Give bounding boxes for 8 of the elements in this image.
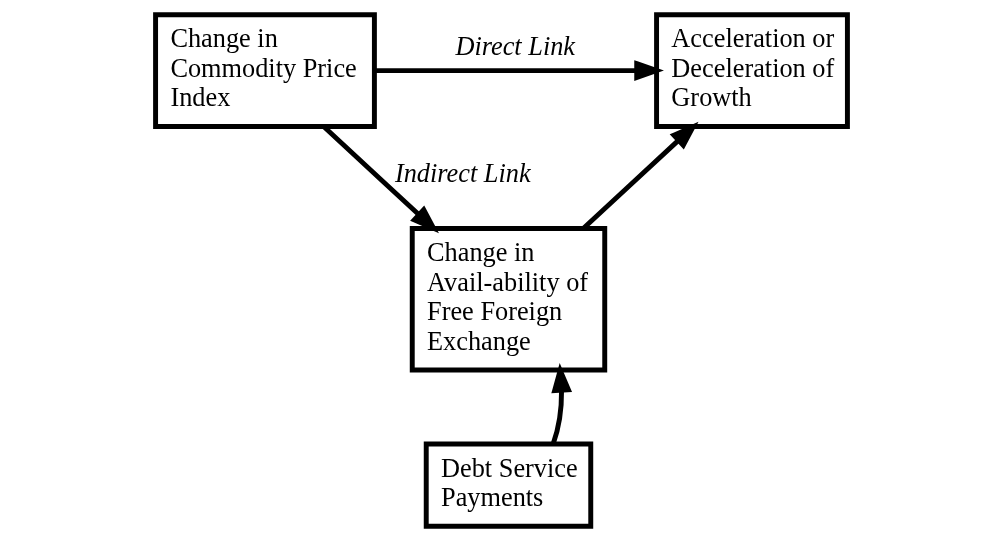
arrow [374,60,664,81]
node-box: Change in Avail-ability of Free Foreign Exchange [409,226,607,373]
edge-label: Indirect Link [394,159,531,189]
node-box: Debt Service Payments [423,441,593,529]
edge-label: Direct Link [454,32,575,62]
node-box: Acceleration or Deceleration of Growth [653,12,850,129]
arrow [550,363,572,445]
node-box: Change in Commodity Price Index [152,12,377,129]
